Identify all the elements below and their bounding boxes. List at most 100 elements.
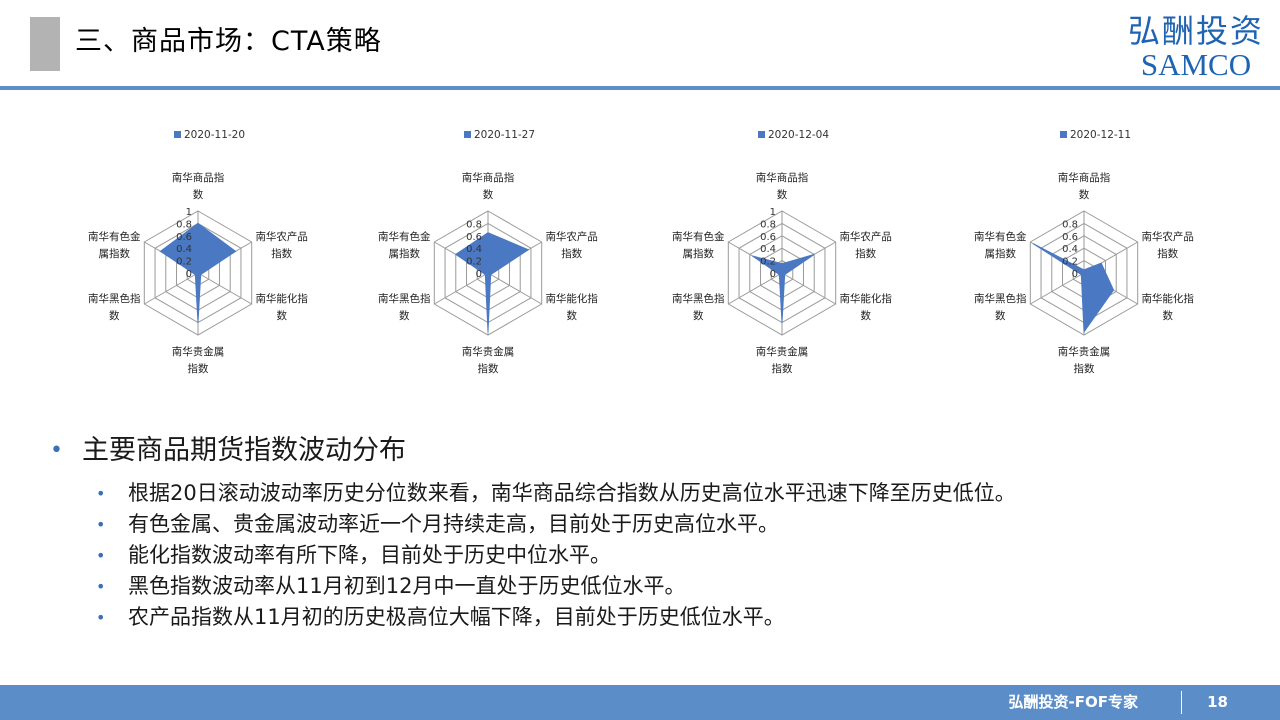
sub-bullet-list: • 根据20日滚动波动率历史分位数来看，南华商品综合指数从历史高位水平迅速下降至… xyxy=(48,478,1248,633)
radar-chart-2020-12-04: 2020-12-0400.20.40.60.81南华商品指数南华农产品指数南华能… xyxy=(672,129,892,375)
axis-label-line: 南华农产品 xyxy=(839,230,892,243)
axis-label-line: 数 xyxy=(995,309,1006,322)
axis-label-line: 南华有色金 xyxy=(974,230,1027,243)
axis-label-line: 南华能化指 xyxy=(545,292,598,305)
bullet-dot-icon: • xyxy=(96,577,106,596)
legend-swatch xyxy=(758,131,765,138)
sub-bullet-item: • 农产品指数从11月初的历史极高位大幅下降，目前处于历史低位水平。 xyxy=(96,602,1248,633)
axis-label-line: 属指数 xyxy=(683,247,715,260)
axis-label-line: 南华能化指 xyxy=(839,292,892,305)
sub-bullet-text: 农产品指数从11月初的历史极高位大幅下降，目前处于历史低位水平。 xyxy=(128,605,785,629)
axis-label-line: 指数 xyxy=(1157,247,1178,260)
radar-chart-2020-11-27: 2020-11-2700.20.40.60.8南华商品指数南华农产品指数南华能化… xyxy=(378,129,598,375)
series-area xyxy=(1032,243,1115,334)
legend-label: 2020-12-11 xyxy=(1070,129,1131,141)
axis-label-line: 南华黑色指 xyxy=(672,292,725,305)
axis-label-line: 属指数 xyxy=(985,247,1017,260)
axis-label-line: 指数 xyxy=(188,362,209,375)
radial-tick-label: 0.8 xyxy=(1062,219,1078,230)
sub-bullet-text: 能化指数波动率有所下降，目前处于历史中位水平。 xyxy=(128,543,611,567)
bullet-list: • 主要商品期货指数波动分布 • 根据20日滚动波动率历史分位数来看，南华商品综… xyxy=(48,432,1248,633)
radial-tick-label: 0 xyxy=(1072,269,1078,280)
series-area xyxy=(159,222,237,323)
axis-label-line: 指数 xyxy=(855,247,876,260)
radial-tick-label: 1 xyxy=(770,207,776,218)
radial-tick-label: 0.2 xyxy=(466,257,482,268)
radial-tick-label: 0.4 xyxy=(760,244,776,255)
axis-label-line: 南华能化指 xyxy=(255,292,308,305)
header-divider xyxy=(0,86,1280,90)
bullet-dot-icon: • xyxy=(96,546,106,565)
axis-label-line: 数 xyxy=(276,309,287,322)
radar-chart-2020-11-20: 2020-11-2000.20.40.60.81南华商品指数南华农产品指数南华能… xyxy=(88,129,308,375)
radar-chart-2020-12-11: 2020-12-1100.20.40.60.8南华商品指数南华农产品指数南华能化… xyxy=(974,129,1194,375)
axis-label-line: 南华贵金属 xyxy=(1058,345,1111,358)
radial-tick-label: 0.2 xyxy=(176,257,192,268)
sub-bullet-item: • 能化指数波动率有所下降，目前处于历史中位水平。 xyxy=(96,540,1248,571)
legend-swatch xyxy=(174,131,181,138)
axis-label-line: 南华黑色指 xyxy=(378,292,431,305)
sub-bullet-item: • 根据20日滚动波动率历史分位数来看，南华商品综合指数从历史高位水平迅速下降至… xyxy=(96,478,1248,509)
radial-tick-label: 0.8 xyxy=(466,219,482,230)
axis-label-line: 南华贵金属 xyxy=(756,345,809,358)
radial-tick-label: 0.4 xyxy=(466,244,482,255)
axis-label-line: 南华能化指 xyxy=(1141,292,1194,305)
chart-legend: 2020-12-11 xyxy=(1060,129,1131,141)
radial-tick-label: 0.6 xyxy=(176,232,192,243)
series-area xyxy=(752,253,815,323)
bullet-dot-icon: • xyxy=(96,515,106,534)
axis-label-line: 属指数 xyxy=(389,247,421,260)
main-bullet-text: 主要商品期货指数波动分布 xyxy=(82,435,406,466)
axis-label-line: 数 xyxy=(1162,309,1173,322)
axis-label-line: 数 xyxy=(399,309,410,322)
radial-tick-label: 0.2 xyxy=(760,257,776,268)
chart-legend: 2020-12-04 xyxy=(758,129,829,141)
grid-spoke xyxy=(781,272,836,305)
axis-label-line: 指数 xyxy=(478,362,499,375)
page-number: 18 xyxy=(1207,693,1228,711)
axis-label-line: 南华商品指 xyxy=(172,171,225,184)
legend-label: 2020-12-04 xyxy=(768,129,829,141)
sub-bullet-item: • 有色金属、贵金属波动率近一个月持续走高，目前处于历史高位水平。 xyxy=(96,509,1248,540)
chart-legend: 2020-11-20 xyxy=(174,129,245,141)
logo-chinese: 弘酬投资 xyxy=(1127,12,1264,50)
axis-label-line: 南华有色金 xyxy=(378,230,431,243)
grid-spoke xyxy=(197,272,252,305)
axis-label-line: 数 xyxy=(193,188,204,201)
axis-label-line: 数 xyxy=(1079,188,1090,201)
axis-label-line: 指数 xyxy=(561,247,582,260)
footer-brand: 弘酬投资-FOF专家 xyxy=(1008,693,1138,711)
page-title: 三、商品市场：CTA策略 xyxy=(75,26,382,57)
axis-label-line: 数 xyxy=(777,188,788,201)
axis-label-line: 数 xyxy=(860,309,871,322)
chart-legend: 2020-11-27 xyxy=(464,129,535,141)
radial-tick-label: 0 xyxy=(770,269,776,280)
grid-spoke xyxy=(728,272,783,305)
axis-label-line: 数 xyxy=(109,309,120,322)
axis-label-line: 数 xyxy=(566,309,577,322)
bullet-dot-icon: • xyxy=(50,438,63,463)
series-area xyxy=(454,232,530,332)
radial-tick-label: 0.6 xyxy=(1062,232,1078,243)
title-accent-bar xyxy=(30,17,60,71)
radial-tick-label: 1 xyxy=(186,207,192,218)
axis-label-line: 数 xyxy=(693,309,704,322)
